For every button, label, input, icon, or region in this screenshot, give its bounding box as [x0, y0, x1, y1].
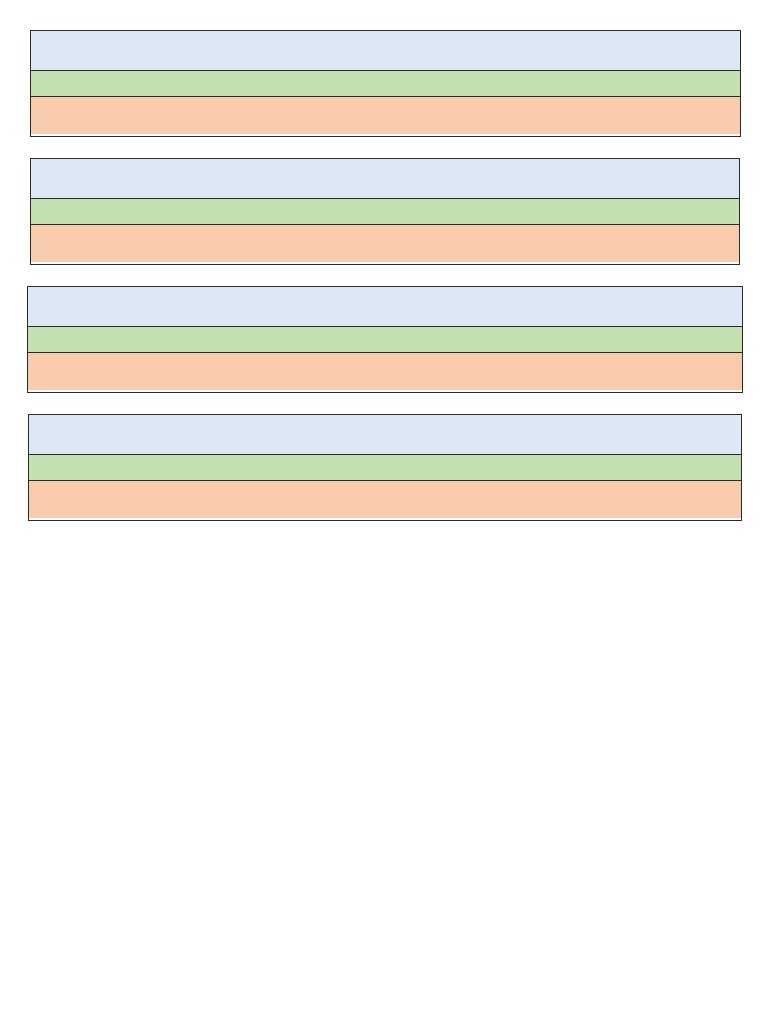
bottom-band [31, 225, 739, 262]
bottom-band [31, 97, 740, 134]
top-band [29, 415, 741, 454]
color-band-block [27, 286, 743, 393]
middle-band [29, 454, 741, 481]
color-band-block [30, 30, 741, 137]
bottom-band [29, 481, 741, 518]
middle-band [31, 70, 740, 97]
color-band-block [28, 414, 742, 521]
color-band-block [30, 158, 740, 265]
middle-band [28, 326, 742, 353]
top-band [31, 159, 739, 198]
bottom-band [28, 353, 742, 390]
middle-band [31, 198, 739, 225]
top-band [28, 287, 742, 326]
top-band [31, 31, 740, 70]
